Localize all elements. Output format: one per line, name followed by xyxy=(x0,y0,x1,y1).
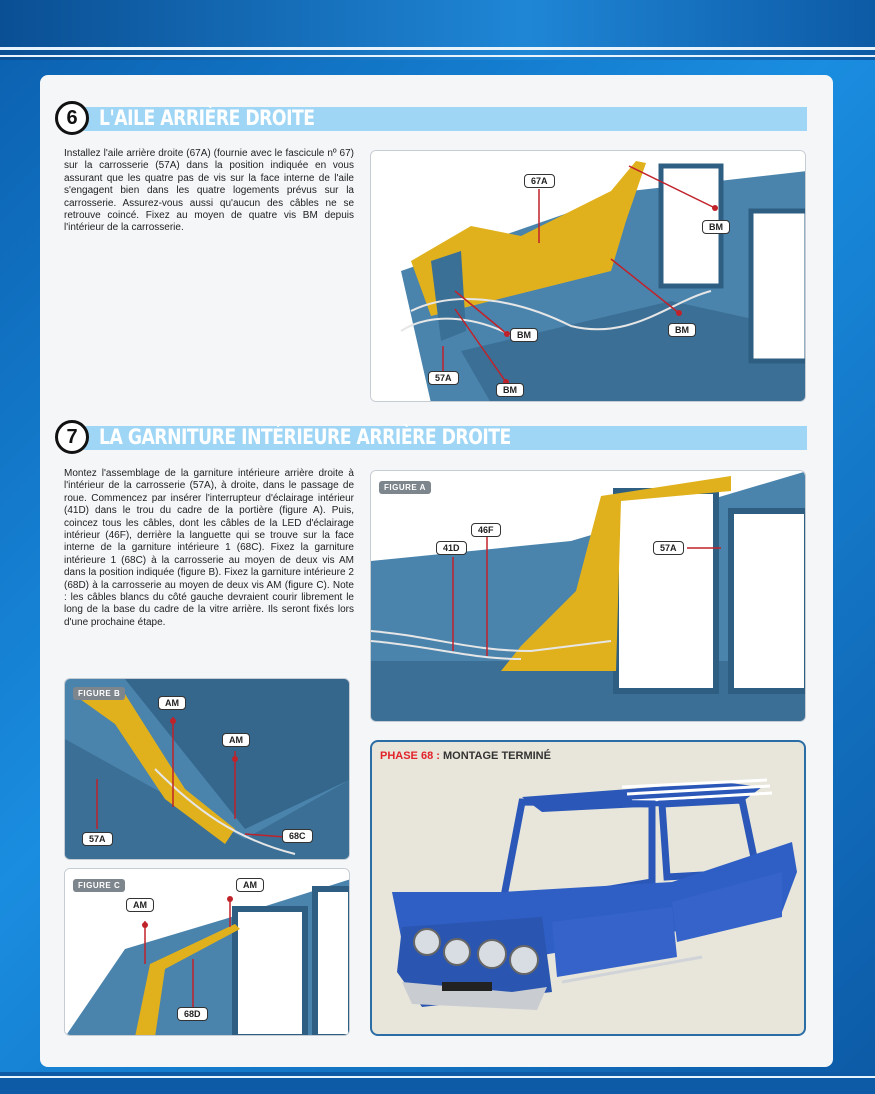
phase-completed-panel: PHASE 68 : MONTAGE TERMINÉ xyxy=(370,740,806,1036)
callout-bm-right: BM xyxy=(668,323,696,337)
callout-bm-middle: BM xyxy=(510,328,538,342)
section-6-text: Installez l'aile arrière droite (67A) (f… xyxy=(64,148,354,234)
step-number: 6 xyxy=(55,101,89,135)
phase-title: PHASE 68 : MONTAGE TERMINÉ xyxy=(380,750,551,762)
callout-68d: 68D xyxy=(177,1007,208,1021)
figure-a-tag: FIGURE A xyxy=(379,481,431,494)
car-body-illustration xyxy=(371,151,805,401)
callout-57a: 57A xyxy=(82,832,113,846)
heading-bar xyxy=(75,107,807,131)
phase-status: MONTAGE TERMINÉ xyxy=(442,750,551,762)
figure-c-tag: FIGURE C xyxy=(73,879,126,892)
top-stripe-thin xyxy=(0,55,875,57)
section-6-illustration: 67A BM BM BM BM 57A xyxy=(370,150,806,402)
figure-a-drawing xyxy=(371,471,805,721)
top-stripe xyxy=(0,47,875,50)
callout-am-right: AM xyxy=(236,878,264,892)
phase-number: PHASE 68 : xyxy=(380,750,440,762)
section-title: LA GARNITURE INTÉRIEURE ARRIÈRE DROITE xyxy=(99,425,511,449)
section-title: L'AILE ARRIÈRE DROITE xyxy=(99,106,315,130)
section-7-text: Montez l'assemblage de la garniture inté… xyxy=(64,468,354,628)
figure-b-illustration: FIGURE B AM AM 57A 68C xyxy=(64,678,350,860)
bottom-stripe xyxy=(0,1076,875,1078)
callout-41d: 41D xyxy=(436,541,467,555)
top-banner xyxy=(0,0,875,60)
callout-bm-bottom: BM xyxy=(496,383,524,397)
completed-car-illustration xyxy=(392,778,797,1010)
figure-c-illustration: FIGURE C AM AM 68D xyxy=(64,868,350,1036)
heading-bar xyxy=(75,426,807,450)
figure-a-illustration: FIGURE A 41D 46F 57A xyxy=(370,470,806,722)
callout-am-left: AM xyxy=(158,696,186,710)
callout-57a: 57A xyxy=(428,371,459,385)
callout-57a: 57A xyxy=(653,541,684,555)
callout-am-left: AM xyxy=(126,898,154,912)
callout-67a: 67A xyxy=(524,174,555,188)
section-6-heading: 6 L'AILE ARRIÈRE DROITE xyxy=(55,101,807,135)
callout-am-right: AM xyxy=(222,733,250,747)
callout-46f: 46F xyxy=(471,523,501,537)
step-number: 7 xyxy=(55,420,89,454)
callout-bm-top: BM xyxy=(702,220,730,234)
figure-c-drawing xyxy=(65,869,349,1035)
callout-68c: 68C xyxy=(282,829,313,843)
section-7-heading: 7 LA GARNITURE INTÉRIEURE ARRIÈRE DROITE xyxy=(55,420,807,454)
figure-b-tag: FIGURE B xyxy=(73,687,126,700)
